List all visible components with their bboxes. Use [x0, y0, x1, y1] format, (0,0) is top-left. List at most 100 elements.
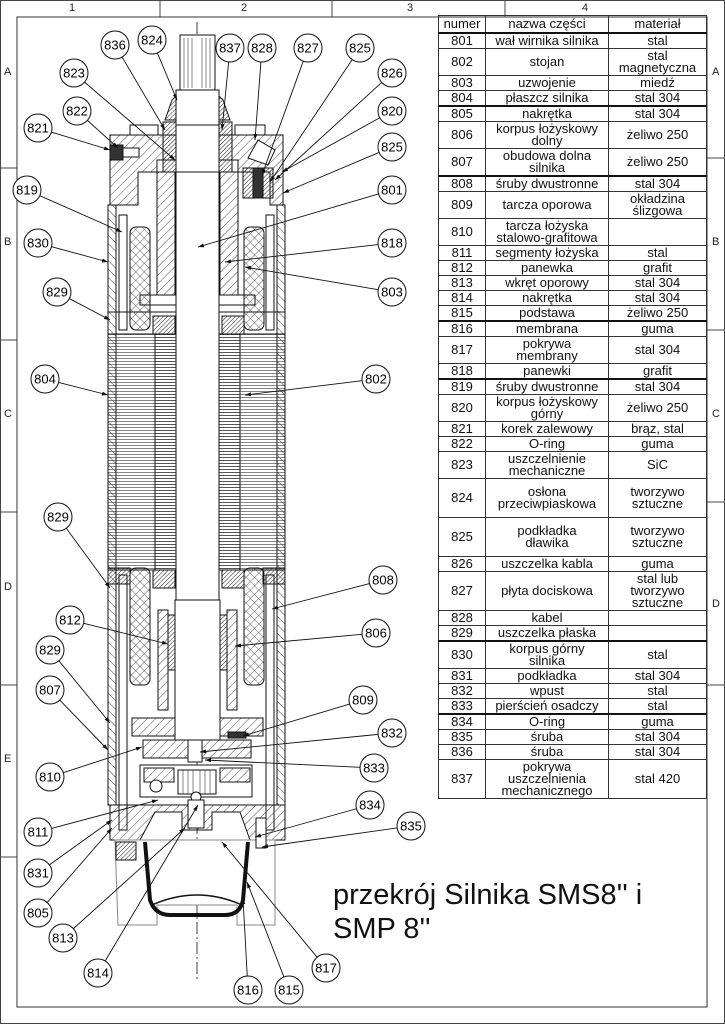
callout-number: 813	[52, 931, 74, 946]
callout-811: 811	[23, 799, 159, 847]
leader-line	[39, 195, 123, 233]
part-number: 822	[438, 436, 486, 452]
callout-802: 802	[244, 364, 391, 397]
arrowhead-icon	[102, 744, 108, 750]
part-name: O-ring	[485, 713, 609, 730]
callout-circle	[345, 33, 375, 63]
callout-801: 801	[197, 175, 407, 248]
leader-line	[58, 660, 111, 724]
callout-829: 829	[35, 635, 111, 724]
arrowhead-icon	[103, 146, 110, 151]
callout-number: 807	[39, 683, 61, 698]
callout-number: 829	[39, 643, 61, 658]
part-number: 811	[438, 245, 486, 261]
part-number: 830	[438, 640, 486, 669]
callout-circle	[396, 811, 426, 841]
callout-circle	[100, 30, 130, 60]
leader-line	[244, 380, 363, 396]
callout-836: 836	[100, 30, 166, 131]
leader-line	[254, 61, 262, 141]
part-material: stal 304	[608, 290, 707, 306]
callout-number: 830	[27, 236, 49, 251]
callout-number: 815	[278, 983, 300, 998]
callout-829: 829	[42, 277, 111, 321]
callout-circle	[83, 958, 113, 988]
arrowhead-icon	[270, 175, 276, 182]
arrowhead-icon	[275, 174, 281, 180]
callout-number: 809	[352, 693, 374, 708]
grid-row-label: B	[712, 236, 720, 248]
part-number: 805	[438, 105, 486, 122]
leader-line	[63, 746, 143, 774]
leader-line	[84, 81, 176, 161]
part-material: guma	[608, 556, 707, 572]
part-material: stal magnetyczna	[608, 48, 707, 76]
callout-circle	[377, 132, 407, 162]
callout-817: 817	[221, 841, 341, 983]
leader-line	[199, 733, 379, 753]
callout-circle	[377, 58, 407, 88]
callout-812: 812	[55, 605, 169, 645]
arrowhead-icon	[241, 898, 246, 905]
part-name: podkładka	[485, 668, 609, 684]
callout-circle	[62, 96, 92, 126]
part-name: nakrętka	[485, 290, 609, 306]
part-name: panewka	[485, 260, 609, 276]
part-material: stal 304	[608, 336, 707, 364]
arrowhead-icon	[243, 732, 250, 737]
arrowhead-icon	[115, 227, 122, 232]
part-material: żeliwo 250	[608, 121, 707, 149]
leader-line	[281, 117, 380, 173]
table-header-row: numer nazwa części materiał	[438, 15, 707, 34]
arrowhead-icon	[283, 188, 290, 193]
callout-circle	[23, 898, 53, 928]
arrowhead-icon	[220, 123, 225, 130]
part-name: obudowa dolna silnika	[485, 148, 609, 177]
leader-line	[204, 759, 361, 768]
arrowhead-icon	[161, 640, 168, 645]
part-number: 826	[438, 556, 486, 572]
part-name: płyta dociskowa	[485, 571, 609, 611]
part-number: 813	[438, 275, 486, 291]
part-name: nakrętka	[485, 105, 609, 122]
part-number: 815	[438, 305, 486, 322]
leader-line	[69, 298, 111, 321]
arrowhead-icon	[200, 749, 207, 754]
part-name: wpust	[485, 683, 609, 699]
leader-line	[51, 246, 109, 263]
callout-circle	[377, 718, 407, 748]
callout-number: 821	[27, 121, 49, 136]
callout-number: 829	[46, 285, 68, 300]
callout-number: 836	[104, 38, 126, 53]
part-number: 835	[438, 729, 486, 745]
part-material: żeliwo 250	[608, 394, 707, 422]
part-number: 837	[438, 759, 486, 799]
arrowhead-icon	[135, 746, 142, 751]
leader-line	[234, 633, 363, 647]
callout-810: 810	[35, 746, 143, 792]
part-number: 806	[438, 121, 486, 149]
callout-number: 831	[27, 866, 49, 881]
part-name: korpus łożyskowy dolny	[485, 121, 609, 149]
part-material: stal 304	[608, 378, 707, 395]
part-material: stal 304	[608, 668, 707, 684]
callout-818: 818	[224, 228, 407, 264]
drawing-title: przekrój Silnika SMS8'' i SMP 8''	[333, 879, 643, 945]
callout-number: 814	[87, 966, 109, 981]
callout-837: 837	[215, 33, 245, 131]
part-name: uszczelka kabla	[485, 556, 609, 572]
part-material	[608, 625, 707, 642]
part-material: stal	[608, 32, 707, 49]
callout-number: 817	[315, 961, 337, 976]
callout-number: 829	[47, 510, 69, 525]
part-number: 833	[438, 698, 486, 715]
